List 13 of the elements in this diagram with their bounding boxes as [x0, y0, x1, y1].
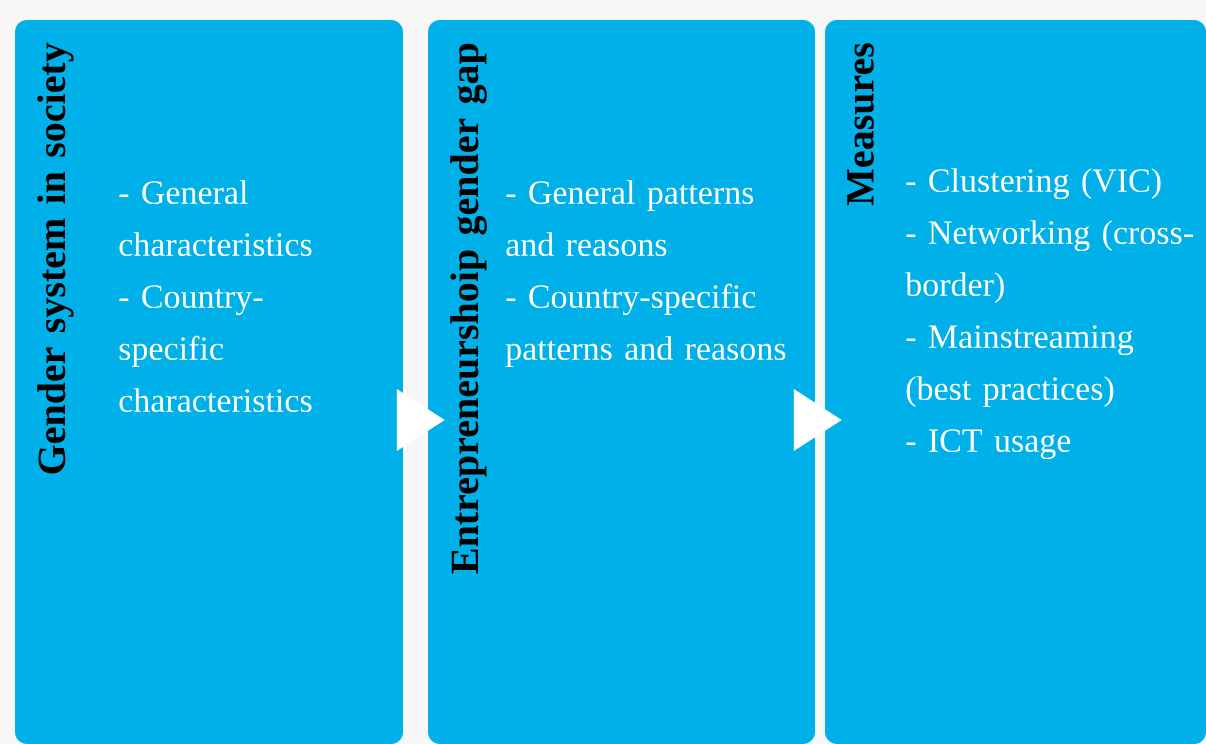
list-item: - ICT usage — [906, 429, 1071, 460]
list-item: - General characteristics — [119, 180, 312, 257]
list-item: - General patterns and reasons — [506, 180, 754, 257]
heading: Measures — [847, 43, 874, 206]
list-item: - Country-specific characteristics — [119, 285, 312, 413]
heading: Gender system in society — [37, 42, 74, 474]
list-item: - Networking (cross-border) — [905, 220, 1193, 304]
list-item: - Mainstreaming (best practices) — [906, 325, 1134, 408]
list-item: - Country-specific patterns and reasons — [505, 283, 786, 368]
heading: Entrepreneurshoip gender gap — [450, 43, 487, 574]
chevron-arrow — [793, 389, 842, 451]
list-item: - Clustering (VIC) — [906, 168, 1161, 200]
chevron-arrow — [394, 389, 445, 451]
